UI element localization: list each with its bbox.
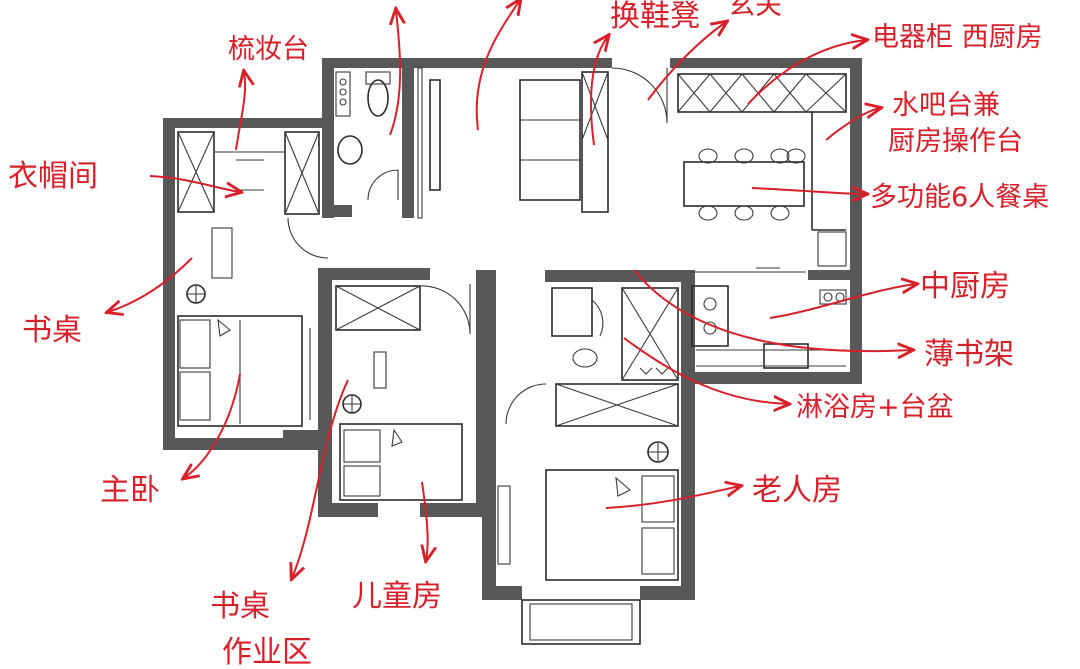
label-dining-table: 多功能6人餐桌 — [870, 182, 1049, 213]
label-children-room: 儿童房 — [352, 579, 442, 614]
label-chinese-kitchen: 中厨房 — [920, 269, 1010, 304]
label-shoe-cabinet: 换鞋凳 — [610, 0, 700, 34]
label-cloak-room: 衣帽间 — [8, 159, 98, 194]
label-wash-basin: 梳妆台 — [228, 34, 309, 65]
label-desk-left: 书桌 — [22, 313, 82, 348]
label-shower-room: 淋浴房+台盆 — [796, 392, 954, 423]
label-desk-children: 书桌 — [210, 589, 270, 624]
walls — [163, 58, 862, 600]
label-water-bar: 水吧台兼 — [892, 90, 1000, 121]
label-master-bedroom: 主卧 — [100, 473, 160, 508]
label-bookshelf: 薄书架 — [924, 337, 1014, 372]
interior-sketch — [177, 67, 847, 645]
label-kitchen-worktop: 厨房操作台 — [888, 126, 1023, 157]
label-appliance-cabinet: 电器柜 西厨房 — [872, 22, 1043, 53]
annotation-labels: 衣帽间 梳妆台 换鞋凳 玄关 电器柜 西厨房 水吧台兼 厨房操作台 多功能6人餐… — [8, 0, 1049, 669]
label-elder-room: 老人房 — [752, 473, 842, 508]
label-entrance-extra: 玄关 — [728, 0, 782, 21]
annotation-arrows — [108, 0, 916, 578]
label-homework-area: 作业区 — [222, 635, 312, 669]
